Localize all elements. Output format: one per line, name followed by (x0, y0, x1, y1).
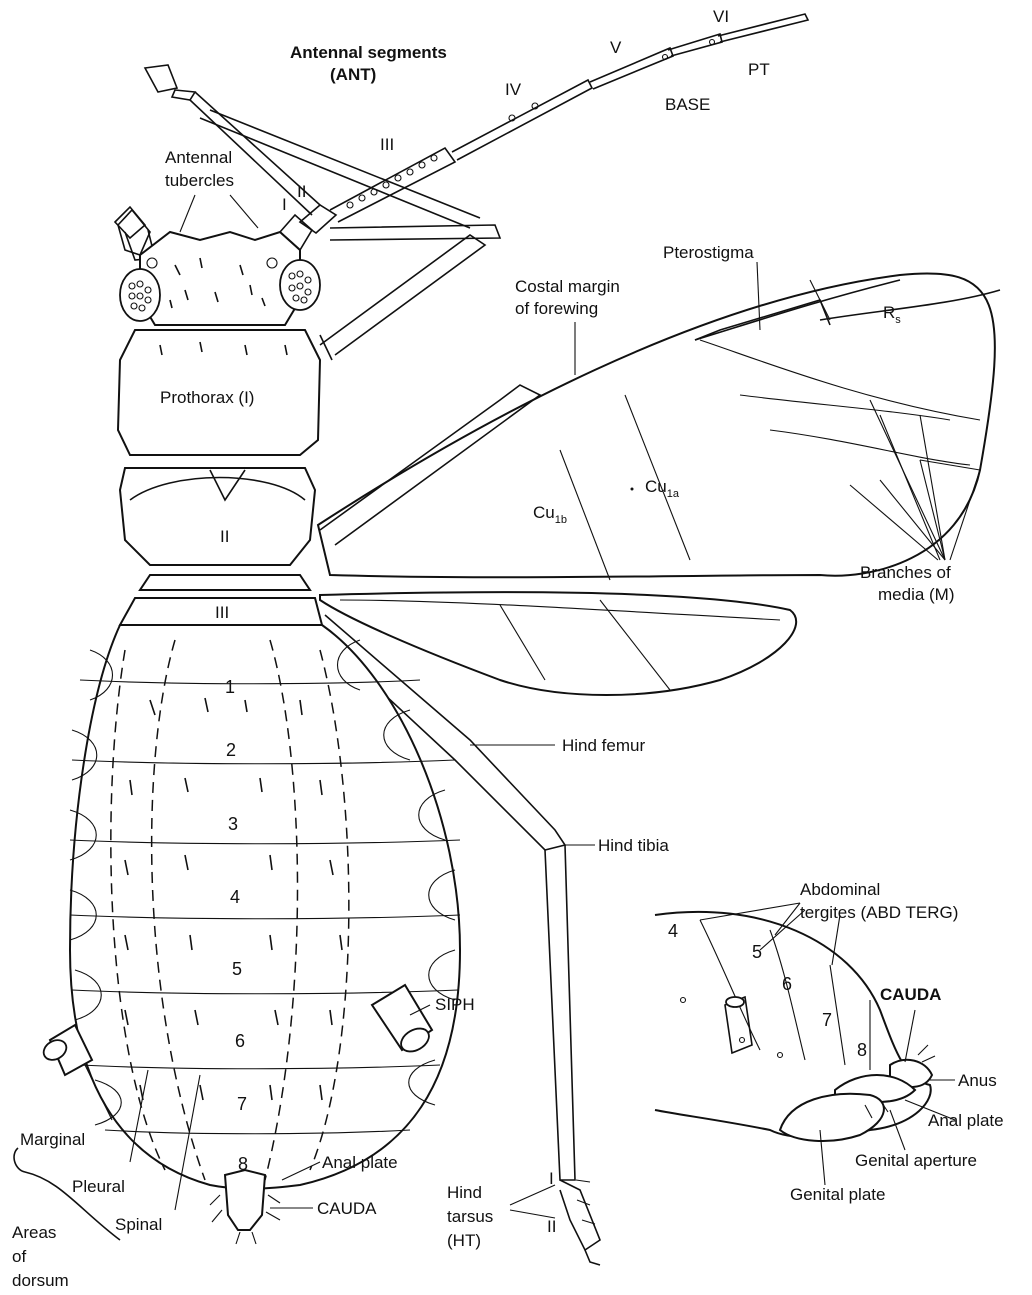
label-seg-iv: IV (505, 80, 522, 99)
mesothorax (120, 468, 315, 565)
inset-segment-number: 6 (782, 974, 792, 994)
label-inset-anal-plate: Anal plate (928, 1111, 1004, 1130)
segment-number: 8 (238, 1154, 248, 1174)
label-spinal: Spinal (115, 1215, 162, 1234)
label-seg-iii: III (380, 135, 394, 154)
label-branches-2: media (M) (878, 585, 955, 604)
label-pleural: Pleural (72, 1177, 125, 1196)
label-base: BASE (665, 95, 710, 114)
label-tarsus-ii: II (547, 1217, 556, 1236)
label-seg-vi: VI (713, 7, 729, 26)
label-siph: SIPH (435, 995, 475, 1014)
label-seg-v: V (610, 38, 622, 57)
label-hind-tarsus-2: tarsus (447, 1207, 493, 1226)
inset-segment-number: 8 (857, 1040, 867, 1060)
label-areas-2: of (12, 1247, 26, 1266)
label-costal-margin-1: Costal margin (515, 277, 620, 296)
label-hind-tibia: Hind tibia (598, 836, 669, 855)
segment-number: 5 (232, 959, 242, 979)
label-cauda: CAUDA (317, 1199, 377, 1218)
label-thorax-ii: II (220, 527, 229, 546)
label-hind-tarsus-1: Hind (447, 1183, 482, 1202)
label-antennal-segments: Antennal segments (290, 43, 447, 62)
label-inset-cauda: CAUDA (880, 985, 941, 1004)
label-prothorax: Prothorax (I) (160, 388, 254, 407)
inset-lateral-view (655, 912, 935, 1141)
crossing-antenna (200, 110, 500, 240)
label-genital-aperture: Genital aperture (855, 1151, 977, 1170)
foreleg (320, 235, 485, 360)
label-genital-plate: Genital plate (790, 1185, 885, 1204)
head (118, 210, 320, 325)
segment-number: 3 (228, 814, 238, 834)
label-marginal: Marginal (20, 1130, 85, 1149)
label-tarsus-i: I (549, 1169, 554, 1188)
segment-number: 7 (237, 1094, 247, 1114)
inset-segment-number: 4 (668, 921, 678, 941)
label-anus: Anus (958, 1071, 997, 1090)
label-hind-tarsus-3: (HT) (447, 1231, 481, 1250)
segment-number: 1 (225, 677, 235, 697)
label-antennal-tubercles-1: Antennal (165, 148, 232, 167)
label-seg-i: I (282, 195, 287, 214)
label-anal-plate: Anal plate (322, 1153, 398, 1172)
label-costal-margin-2: of forewing (515, 299, 598, 318)
label-hind-femur: Hind femur (562, 736, 645, 755)
label-branches-1: Branches of (860, 563, 951, 582)
segment-number: 6 (235, 1031, 245, 1051)
inset-segment-number: 5 (752, 942, 762, 962)
label-antennal-tubercles-2: tubercles (165, 171, 234, 190)
inset-segment-number: 7 (822, 1010, 832, 1030)
label-areas-3: dorsum (12, 1271, 69, 1290)
label-abd-tergites-1: Abdominal (800, 880, 880, 899)
segment-number: 2 (226, 740, 236, 760)
label-pt: PT (748, 60, 770, 79)
label-abd-tergites-2: tergites (ABD TERG) (800, 903, 958, 922)
label-seg-ii: II (297, 182, 306, 201)
label-pterostigma: Pterostigma (663, 243, 754, 262)
hindwing (320, 592, 796, 695)
label-areas-1: Areas (12, 1223, 56, 1242)
segment-number: 4 (230, 887, 240, 907)
label-ant: (ANT) (330, 65, 376, 84)
label-thorax-iii: III (215, 603, 229, 622)
abdomen (70, 625, 460, 1244)
